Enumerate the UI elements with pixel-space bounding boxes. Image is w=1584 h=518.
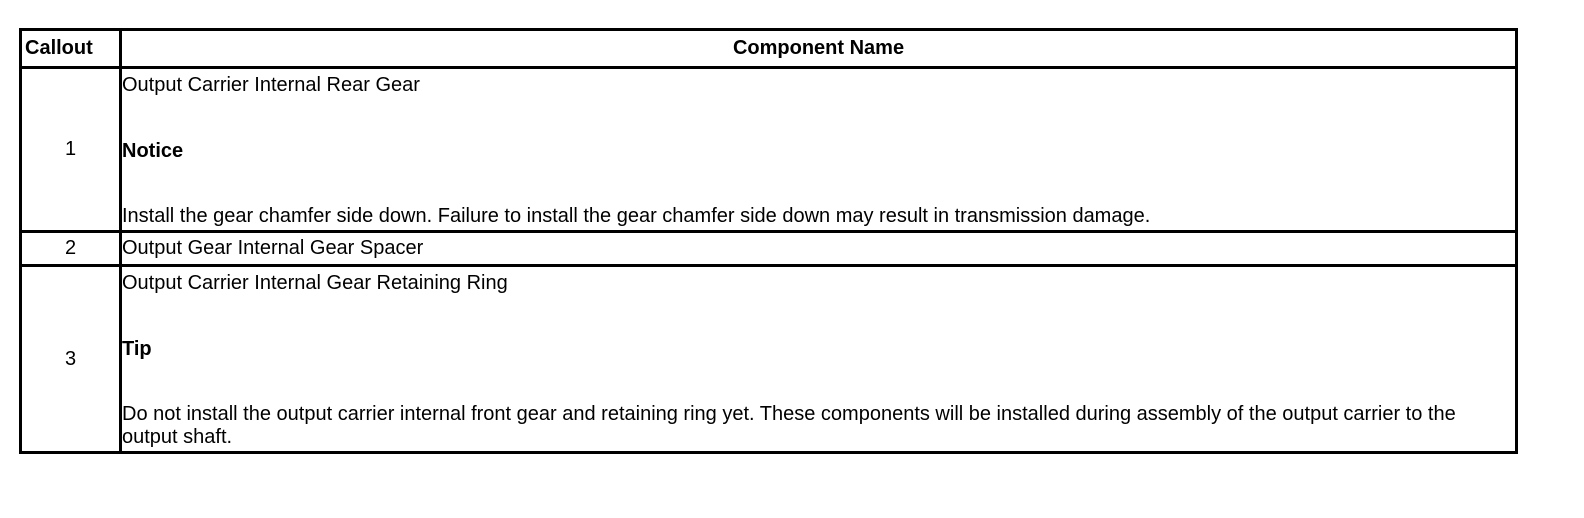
component-name-cell: Output Carrier Internal Rear Gear Notice… [119, 66, 1518, 233]
notice-text: Install the gear chamfer side down. Fail… [122, 205, 1151, 227]
component-name: Output Gear Internal Gear Spacer [122, 237, 424, 259]
component-name: Output Carrier Internal Rear Gear [122, 74, 420, 96]
component-name-cell: Output Gear Internal Gear Spacer [119, 230, 1518, 267]
callout-number: 1 [19, 66, 122, 233]
component-name-column-header: Component Name [119, 28, 1518, 69]
header-row: Callout Component Name [19, 28, 1518, 69]
component-table: Callout Component Name 1 Output Carrier … [19, 28, 1518, 454]
component-name-cell: Output Carrier Internal Gear Retaining R… [119, 264, 1518, 454]
tip-label: Tip [122, 338, 152, 360]
table-row: 3 Output Carrier Internal Gear Retaining… [19, 264, 1518, 454]
callout-number: 3 [19, 264, 122, 454]
callout-number: 2 [19, 230, 122, 267]
callout-column-header: Callout [19, 28, 122, 69]
component-name: Output Carrier Internal Gear Retaining R… [122, 272, 508, 294]
tip-text: Do not install the output carrier intern… [122, 403, 1456, 448]
notice-label: Notice [122, 140, 184, 162]
table-row: 1 Output Carrier Internal Rear Gear Noti… [19, 66, 1518, 233]
table-row: 2 Output Gear Internal Gear Spacer [19, 230, 1518, 267]
